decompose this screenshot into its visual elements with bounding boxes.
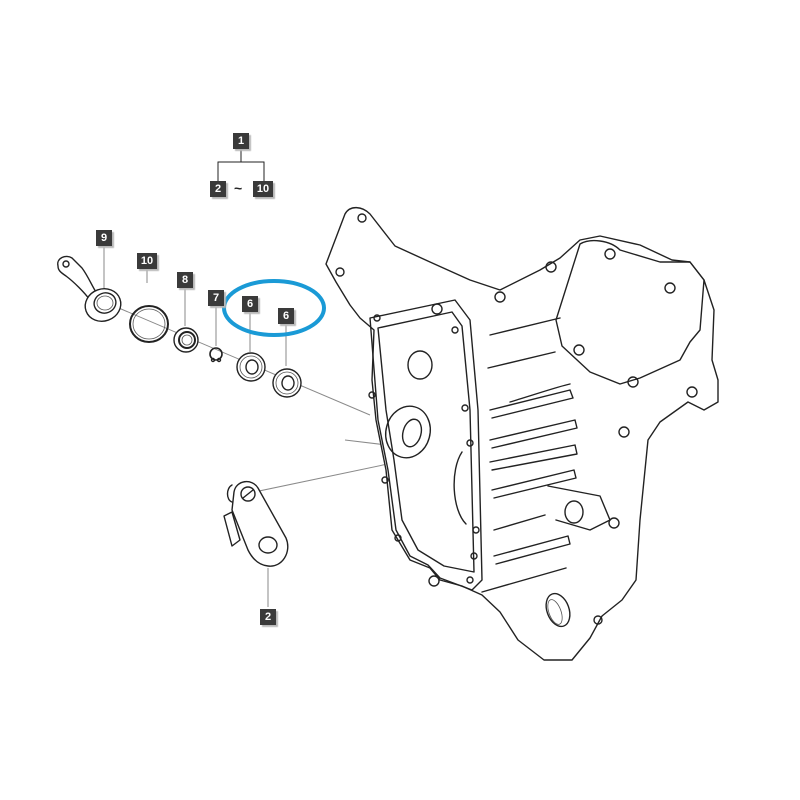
callout-6b[interactable]: 6 <box>278 308 294 324</box>
part-8-seal <box>173 327 199 353</box>
callout-6a[interactable]: 6 <box>242 296 258 312</box>
part-6-bearing-a <box>236 352 266 382</box>
part-2-shift-arm <box>223 481 289 567</box>
callout-2[interactable]: 2 <box>260 609 276 625</box>
range-tilde: ~ <box>234 180 243 196</box>
callout-range-start-2[interactable]: 2 <box>210 181 226 197</box>
part-7-snap-ring <box>209 347 223 363</box>
part-10-o-ring <box>129 305 169 343</box>
part-1-housing <box>325 206 719 661</box>
callout-9[interactable]: 9 <box>96 230 112 246</box>
part-6-bearing-b <box>272 368 302 398</box>
part-9-lever <box>57 255 122 322</box>
callout-8[interactable]: 8 <box>177 272 193 288</box>
callout-10[interactable]: 10 <box>137 253 157 269</box>
callout-7[interactable]: 7 <box>208 290 224 306</box>
assembly-tree-bracket <box>217 148 265 182</box>
callout-range-end-10[interactable]: 10 <box>253 181 273 197</box>
callout-1[interactable]: 1 <box>233 133 249 149</box>
callout-leaders <box>103 246 287 607</box>
highlight-ellipse <box>222 279 326 337</box>
